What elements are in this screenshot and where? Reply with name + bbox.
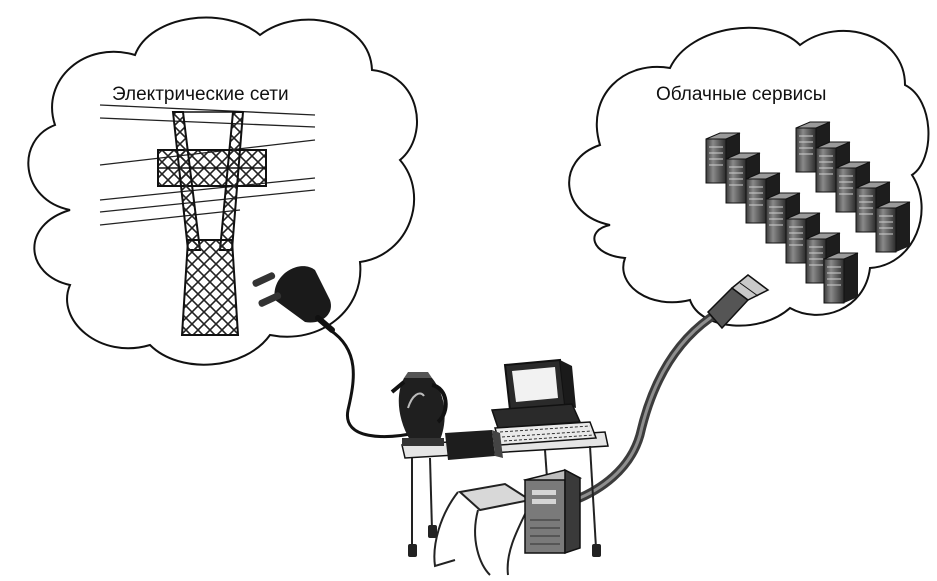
network-cable <box>570 313 715 505</box>
power-lines <box>99 104 316 226</box>
computer-tower-icon <box>522 468 583 555</box>
left-cloud-icon <box>27 16 418 366</box>
power-box <box>445 430 503 460</box>
monitor-icon <box>490 358 582 429</box>
keyboard-icon <box>494 421 598 446</box>
power-pylon-icon <box>157 111 267 336</box>
electric-plug-icon <box>252 266 335 333</box>
cloud-services-label: Облачные сервисы <box>656 84 827 105</box>
kettle-icon <box>390 372 448 446</box>
network-plug-icon <box>706 274 770 330</box>
power-grid-label: Электрические сети <box>112 84 289 105</box>
chair-icon <box>433 482 533 576</box>
power-cable <box>329 328 421 438</box>
